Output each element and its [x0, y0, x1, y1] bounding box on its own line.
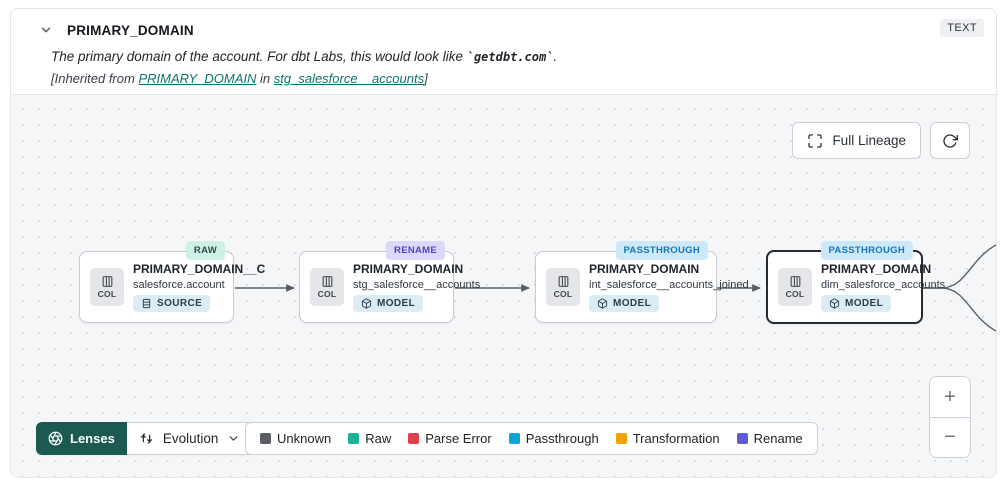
swap-vertical-icon [140, 433, 152, 444]
evolution-legend: Unknown Raw Parse Error Passthrough Tran… [245, 422, 818, 455]
aperture-icon [48, 431, 63, 446]
node-column-name: PRIMARY_DOMAIN [821, 262, 932, 276]
inherited-from-line: [Inherited from PRIMARY_DOMAIN in stg_sa… [51, 71, 428, 86]
columns-icon [558, 276, 568, 287]
column-type-badge: TEXT [940, 19, 984, 37]
selected-lens-label: Evolution [162, 431, 219, 446]
lens-selector-dropdown[interactable]: Evolution [126, 422, 254, 455]
column-chip: COL [90, 268, 124, 306]
column-chip: COL [546, 268, 580, 306]
full-lineage-button[interactable]: Full Lineage [792, 122, 921, 159]
evolution-tag: PASSTHROUGH [820, 241, 913, 260]
refresh-icon [943, 133, 958, 148]
inherited-model-link[interactable]: stg_salesforce__accounts [273, 71, 425, 86]
node-model-name: int_salesforce__accounts_joined [589, 279, 749, 291]
node-column-name: PRIMARY_DOMAIN [353, 262, 464, 276]
node-model-name: stg_salesforce__accounts [353, 279, 481, 291]
resource-type-badge: MODEL [353, 295, 424, 312]
lenses-control: Lenses Evolution [36, 422, 254, 455]
legend-swatch [736, 433, 748, 444]
column-chip: COL [310, 268, 344, 306]
lineage-node-source[interactable]: RAW COL PRIMARY_DOMAIN__C salesforce.acc… [79, 241, 266, 323]
lineage-node-dim-selected[interactable]: PASSTHROUGH COL PRIMARY_DOMAIN dim_sales… [766, 241, 946, 324]
evolution-tag: RAW [185, 241, 225, 260]
columns-icon [322, 276, 332, 287]
lineage-node-staging[interactable]: RENAME COL PRIMARY_DOMAIN stg_salesforce… [299, 241, 481, 323]
column-header: PRIMARY_DOMAIN TEXT The primary domain o… [11, 9, 996, 86]
chevron-down-icon [229, 436, 238, 441]
node-model-name: salesforce.account [133, 279, 225, 291]
lineage-edges [235, 244, 996, 332]
inherited-column-link[interactable]: PRIMARY_DOMAIN [138, 71, 257, 86]
legend-swatch [615, 433, 627, 444]
legend-item-transformation: Transformation [615, 431, 720, 446]
cube-icon [597, 298, 608, 309]
legend-item-rename: Rename [736, 431, 803, 446]
database-icon [142, 298, 151, 309]
resource-type-badge: MODEL [589, 295, 660, 312]
legend-item-passthrough: Passthrough [508, 431, 599, 446]
evolution-tag: PASSTHROUGH [615, 241, 708, 260]
node-column-name: PRIMARY_DOMAIN__C [133, 262, 266, 276]
legend-swatch [508, 433, 520, 444]
cube-icon [361, 298, 372, 309]
lineage-node-intermediate[interactable]: PASSTHROUGH COL PRIMARY_DOMAIN int_sales… [535, 241, 749, 323]
lineage-canvas[interactable]: Full Lineage RAW COL PRIMARY_DOMAIN__C s… [11, 94, 996, 477]
legend-swatch [260, 433, 271, 444]
expand-icon [808, 133, 823, 148]
evolution-tag: RENAME [386, 241, 445, 260]
collapse-chevron-icon[interactable] [39, 23, 53, 37]
inline-code: `getdbt.com` [466, 50, 554, 64]
zoom-out-button[interactable]: − [930, 417, 970, 457]
resource-type-badge: SOURCE [133, 295, 211, 312]
lenses-button[interactable]: Lenses [36, 422, 127, 455]
node-column-name: PRIMARY_DOMAIN [589, 262, 700, 276]
resource-type-badge: MODEL [821, 295, 892, 312]
node-model-name: dim_salesforce_accounts [821, 279, 946, 291]
legend-swatch [408, 433, 420, 444]
legend-item-raw: Raw [348, 431, 391, 446]
column-title: PRIMARY_DOMAIN [67, 22, 194, 38]
column-chip: COL [778, 268, 812, 306]
column-details-card: PRIMARY_DOMAIN TEXT The primary domain o… [10, 8, 997, 478]
zoom-controls: + − [929, 376, 971, 458]
zoom-in-button[interactable]: + [930, 377, 970, 417]
legend-item-parse-error: Parse Error [408, 431, 492, 446]
refresh-button[interactable] [930, 122, 970, 159]
columns-icon [790, 276, 800, 287]
legend-item-unknown: Unknown [260, 431, 331, 446]
column-description: The primary domain of the account. For d… [51, 49, 558, 64]
columns-icon [102, 276, 112, 287]
legend-swatch [348, 433, 360, 444]
cube-icon [829, 298, 840, 309]
